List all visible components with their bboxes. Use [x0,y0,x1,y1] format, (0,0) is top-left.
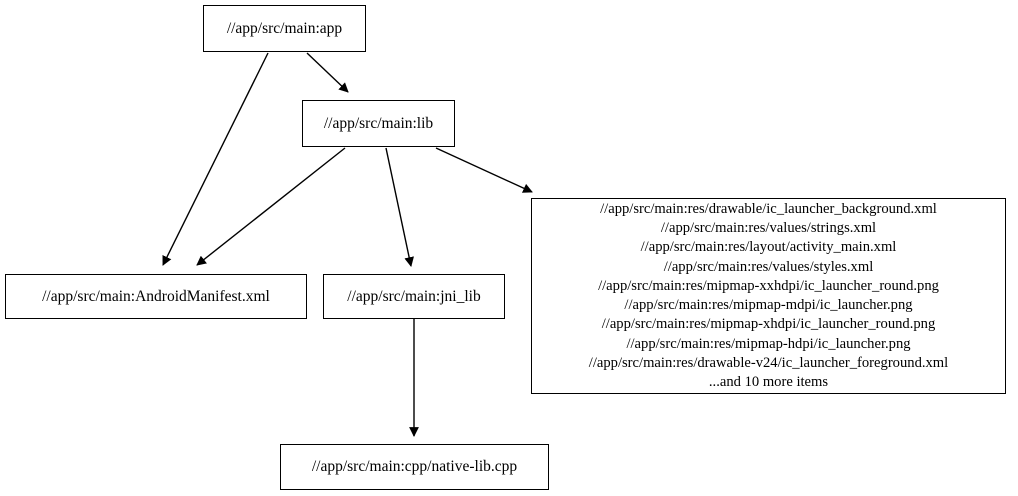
graph-node-native-lib-cpp[interactable]: //app/src/main:cpp/native-lib.cpp [280,444,549,490]
edge-app-to-lib [306,52,349,93]
graph-node-jni-lib[interactable]: //app/src/main:jni_lib [323,274,505,319]
res-group-line: //app/src/main:res/values/styles.xml [663,258,874,275]
res-group-line-list: //app/src/main:res/drawable/ic_launcher_… [538,200,999,393]
graph-node-lib[interactable]: //app/src/main:lib [302,100,455,147]
res-group-line: ...and 10 more items [708,374,829,390]
res-group-line: //app/src/main:res/values/strings.xml [660,220,877,236]
res-group-line: //app/src/main:res/mipmap-hdpi/ic_launch… [626,335,911,352]
graph-node-app[interactable]: //app/src/main:app [203,5,366,52]
res-group-line: //app/src/main:res/mipmap-xxhdpi/ic_laun… [598,277,939,294]
edge-lib-to-res-group [435,147,533,193]
res-group-line: //app/src/main:res/layout/activity_main.… [640,239,897,256]
graph-node-res-group[interactable]: //app/src/main:res/drawable/ic_launcher_… [531,198,1006,394]
edge-lib-to-jni-lib [385,147,414,267]
res-group-line: //app/src/main:res/mipmap-mdpi/ic_launch… [624,297,913,313]
edge-lib-to-manifest [196,147,346,266]
res-group-line: //app/src/main:res/drawable/ic_launcher_… [600,200,937,217]
graph-node-android-manifest[interactable]: //app/src/main:AndroidManifest.xml [5,274,307,319]
res-group-line: //app/src/main:res/drawable-v24/ic_launc… [588,354,949,371]
edge-app-to-manifest [162,52,269,266]
res-group-line: //app/src/main:res/mipmap-xhdpi/ic_launc… [601,316,936,333]
